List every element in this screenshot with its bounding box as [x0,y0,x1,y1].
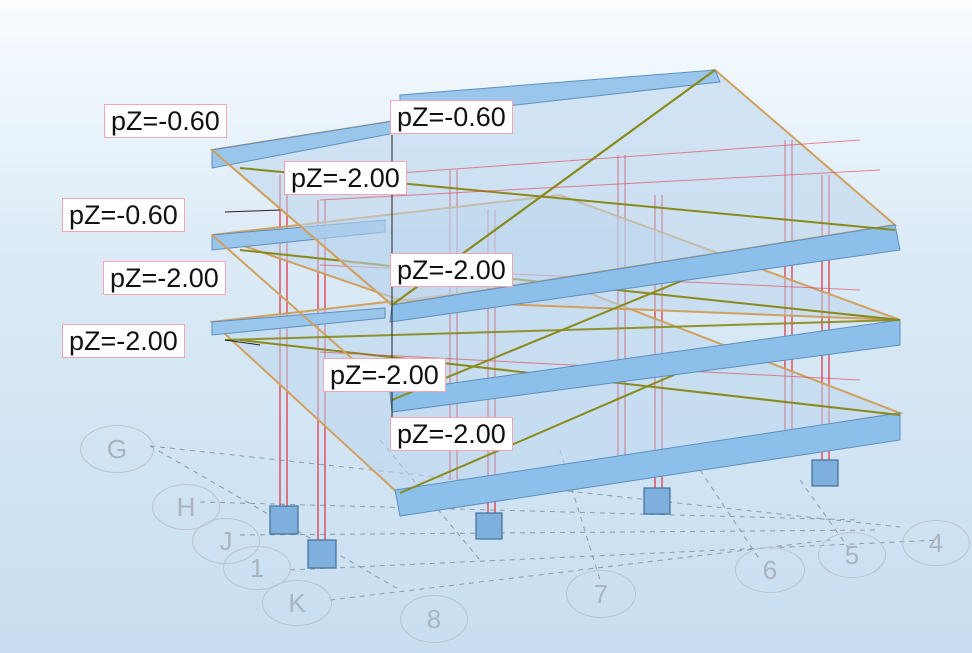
load-label[interactable]: pZ=-0.60 [62,198,185,232]
load-label[interactable]: pZ=-2.00 [62,324,185,358]
grid-axis-bubble-5: 5 [818,532,886,578]
grid-axis-bubble-6: 6 [735,547,805,593]
load-label[interactable]: pZ=-0.60 [104,104,227,138]
load-label[interactable]: pZ=-2.00 [390,417,513,451]
load-label[interactable]: pZ=-0.60 [390,100,513,134]
load-label[interactable]: pZ=-2.00 [390,253,513,287]
grid-axis-bubble-h: H [152,484,220,530]
grid-axis-bubble-8: 8 [400,595,468,643]
grid-axis-bubble-g: G [80,425,154,473]
grid-axis-bubble-7: 7 [566,570,636,618]
load-label[interactable]: pZ=-2.00 [284,161,407,195]
grid-axis-bubble-k: K [262,580,332,626]
load-label[interactable]: pZ=-2.00 [323,358,446,392]
load-label[interactable]: pZ=-2.00 [103,261,226,295]
grid-axis-bubble-4: 4 [902,520,970,566]
slab-roof [209,68,901,323]
slab-level-1 [209,280,904,517]
grid-axis-bubble-1: 1 [223,546,291,590]
footings [269,459,839,569]
